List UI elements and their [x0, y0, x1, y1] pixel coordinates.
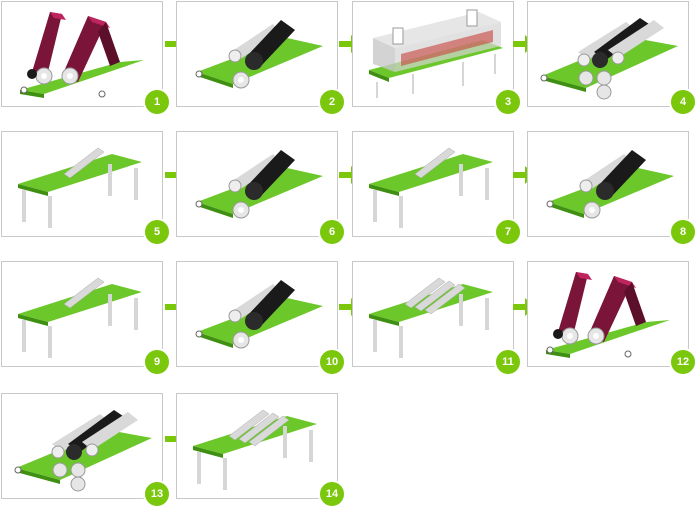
step-number-badge: 9 [143, 348, 171, 376]
step-number-badge: 13 [143, 480, 171, 508]
step-number-badge: 14 [318, 480, 346, 508]
conveyor-roller-illustration [528, 132, 688, 236]
step-number-badge: 10 [318, 348, 346, 376]
step-number-badge: 1 [143, 88, 171, 116]
step-panel-3: 3 [352, 1, 514, 107]
step-panel-8: 8 [527, 131, 689, 237]
laminate-press-illustration [2, 2, 162, 106]
conveyor-roller-illustration [177, 262, 337, 366]
step-panel-13: 13 [1, 393, 163, 499]
table-triple-strip-illustration [177, 394, 337, 498]
step-panel-9: 9 [1, 261, 163, 367]
table-triple-strip-illustration [353, 262, 513, 366]
roller-stack-illustration [528, 2, 688, 106]
step-number-badge: 7 [494, 218, 522, 246]
conveyor-roller-illustration [177, 132, 337, 236]
step-panel-4: 4 [527, 1, 689, 107]
step-panel-14: 14 [176, 393, 338, 499]
step-panel-11: 11 [352, 261, 514, 367]
table-strip-illustration [2, 262, 162, 366]
step-panel-5: 5 [1, 131, 163, 237]
step-number-badge: 2 [318, 88, 346, 116]
table-strip-illustration [353, 132, 513, 236]
table-strip-illustration [2, 132, 162, 236]
step-number-badge: 12 [669, 348, 697, 376]
step-number-badge: 5 [143, 218, 171, 246]
coating-station-illustration [353, 2, 513, 106]
step-panel-1: 1 [1, 1, 163, 107]
step-number-badge: 4 [669, 88, 697, 116]
step-panel-6: 6 [176, 131, 338, 237]
step-number-badge: 3 [494, 88, 522, 116]
step-panel-10: 10 [176, 261, 338, 367]
roller-stack-illustration [2, 394, 162, 498]
step-panel-12: 12 [527, 261, 689, 367]
conveyor-roller-illustration [177, 2, 337, 106]
step-number-badge: 11 [494, 348, 522, 376]
step-panel-7: 7 [352, 131, 514, 237]
step-panel-2: 2 [176, 1, 338, 107]
laminate-press-illustration [528, 262, 688, 366]
step-number-badge: 8 [669, 218, 697, 246]
step-number-badge: 6 [318, 218, 346, 246]
